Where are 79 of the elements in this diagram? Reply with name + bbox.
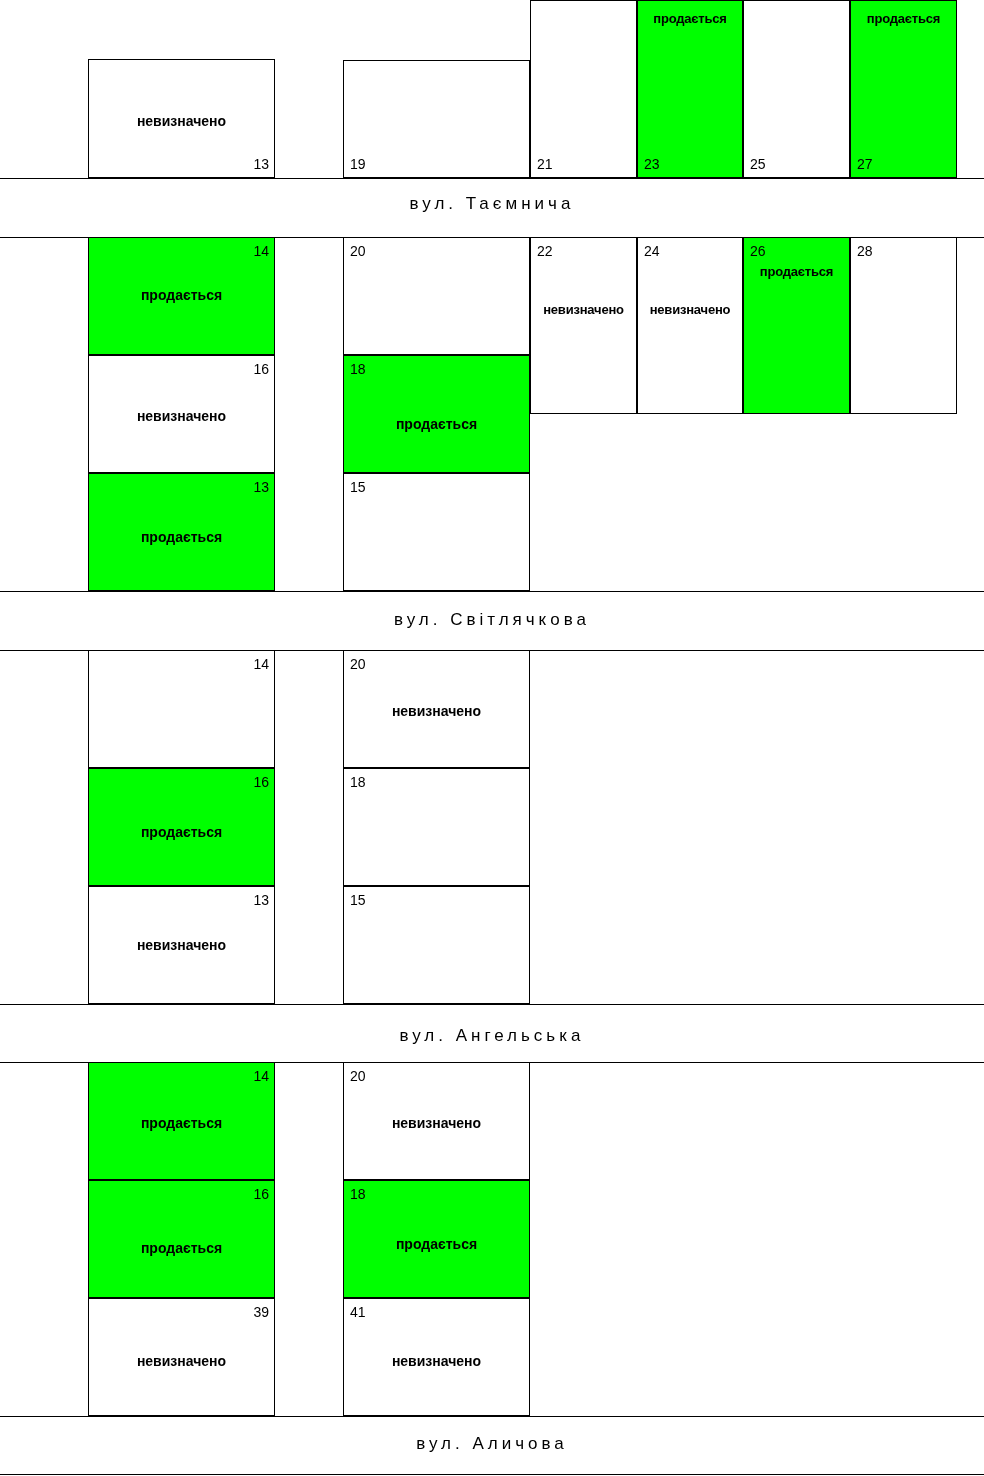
status-label: невизначено xyxy=(135,1352,228,1370)
lot-box xyxy=(530,237,637,414)
status-label: продається xyxy=(139,528,224,546)
lot-box xyxy=(343,60,530,178)
lot-box xyxy=(743,237,850,414)
status-label: невизначено xyxy=(135,112,228,130)
lot-number: 26 xyxy=(750,243,766,259)
lot-number: 18 xyxy=(350,361,366,377)
lot-box xyxy=(637,0,743,178)
lot-box xyxy=(343,650,530,768)
status-label: невизначено xyxy=(542,301,625,319)
lot-box xyxy=(343,768,530,886)
lot-box xyxy=(343,1180,530,1298)
status-label: продається xyxy=(139,823,224,841)
lot-number: 18 xyxy=(350,1186,366,1202)
lot-number: 20 xyxy=(350,656,366,672)
status-label: невизначено xyxy=(390,1114,483,1132)
lot-number: 16 xyxy=(253,1186,269,1202)
lot-box xyxy=(637,237,743,414)
lot-box xyxy=(850,237,957,414)
lot-number: 14 xyxy=(253,243,269,259)
lot-box xyxy=(343,237,530,355)
lot-box xyxy=(343,886,530,1004)
lot-number: 20 xyxy=(350,1068,366,1084)
lot-number: 22 xyxy=(537,243,553,259)
lot-number: 21 xyxy=(537,156,553,172)
lot-box xyxy=(343,1062,530,1180)
lot-box xyxy=(343,355,530,473)
lot-box xyxy=(88,768,275,886)
status-label: продається xyxy=(139,1239,224,1257)
lot-box xyxy=(88,886,275,1004)
lot-box xyxy=(88,1298,275,1416)
lot-box xyxy=(343,1298,530,1416)
street-name: вул. Ангельська xyxy=(399,1026,585,1046)
status-label: продається xyxy=(139,1114,224,1132)
status-label: продається xyxy=(394,415,479,433)
lot-number: 28 xyxy=(857,243,873,259)
lot-box xyxy=(343,473,530,591)
status-label: продається xyxy=(758,263,835,281)
lot-number: 14 xyxy=(253,656,269,672)
lot-box xyxy=(743,0,850,178)
status-label: продається xyxy=(865,10,942,28)
street-name: вул. Таємнича xyxy=(409,194,575,214)
status-label: продається xyxy=(652,10,728,28)
lot-box xyxy=(88,237,275,355)
status-label: невизначено xyxy=(390,702,483,720)
status-label: продається xyxy=(394,1235,479,1253)
lot-number: 16 xyxy=(253,774,269,790)
lot-number: 18 xyxy=(350,774,366,790)
lot-box xyxy=(88,355,275,473)
lot-number: 13 xyxy=(253,156,269,172)
lot-number: 13 xyxy=(253,892,269,908)
lot-number: 15 xyxy=(350,479,366,495)
status-label: продається xyxy=(139,286,224,304)
lot-number: 39 xyxy=(253,1304,269,1320)
lot-number: 27 xyxy=(857,156,873,172)
status-label: невизначено xyxy=(648,301,732,319)
lot-box xyxy=(530,0,637,178)
lot-box xyxy=(88,650,275,768)
lot-box xyxy=(88,473,275,591)
status-label: невизначено xyxy=(390,1352,483,1370)
lot-number: 24 xyxy=(644,243,660,259)
lot-number: 16 xyxy=(253,361,269,377)
status-label: невизначено xyxy=(135,936,228,954)
lot-number: 13 xyxy=(253,479,269,495)
lot-box xyxy=(88,1180,275,1298)
lot-number: 41 xyxy=(350,1304,366,1320)
lot-box xyxy=(88,1062,275,1180)
status-label: невизначено xyxy=(135,407,228,425)
lot-number: 15 xyxy=(350,892,366,908)
street-name: вул. Світлячкова xyxy=(394,610,590,630)
lot-number: 20 xyxy=(350,243,366,259)
lot-number: 23 xyxy=(644,156,660,172)
street-name: вул. Аличова xyxy=(416,1434,568,1454)
lot-box xyxy=(850,0,957,178)
lot-number: 14 xyxy=(253,1068,269,1084)
lot-number: 25 xyxy=(750,156,766,172)
lot-box xyxy=(88,59,275,178)
lot-number: 19 xyxy=(350,156,366,172)
